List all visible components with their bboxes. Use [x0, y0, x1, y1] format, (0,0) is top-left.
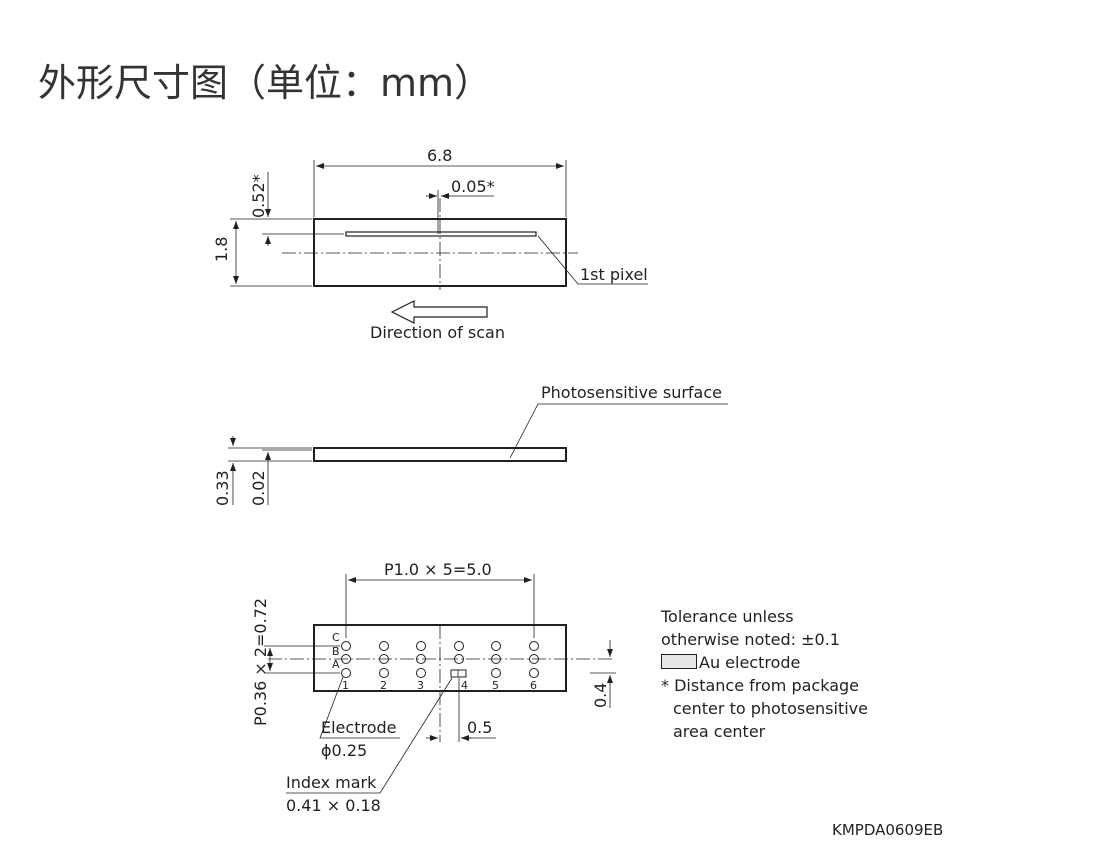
- offset-y-dim-label: 0.52*: [249, 174, 268, 218]
- drawing-code: KMPDA0609EB: [832, 821, 944, 839]
- bottom-view: P1.0 × 5=5.0 P0.36 × 2=0.72: [251, 560, 616, 815]
- column-label: 1: [342, 679, 349, 692]
- electrode-grid: [341, 641, 539, 678]
- electrode-pad: [379, 654, 389, 664]
- package-outline-side: [313, 447, 567, 462]
- electrode-pad: [416, 641, 426, 651]
- photosensitive-area: [345, 231, 537, 237]
- electrode-pad: [491, 641, 501, 651]
- row-label-b: B: [332, 645, 340, 658]
- electrode-pad: [491, 668, 501, 678]
- row-label-c: C: [332, 631, 340, 644]
- footnote-line: center to photosensitive: [673, 699, 868, 718]
- electrode-pad: [341, 641, 351, 651]
- tolerance-line: otherwise noted: ±0.1: [661, 630, 840, 649]
- offset-y-dim-label: 0.4: [591, 683, 610, 708]
- electrode-size-label: ϕ0.25: [321, 741, 367, 760]
- offset-x-dim-label: 0.5: [467, 718, 492, 737]
- pitch-y-dim-label: P0.36 × 2=0.72: [251, 598, 270, 726]
- au-electrode-swatch: [661, 654, 697, 669]
- column-label: 5: [492, 679, 499, 692]
- electrode-pad: [379, 668, 389, 678]
- electrode-pad: [416, 668, 426, 678]
- scan-direction-label: Direction of scan: [370, 323, 505, 342]
- layer-dim-label: 0.02: [249, 470, 268, 506]
- thickness-dim-label: 0.33: [213, 470, 232, 506]
- electrode-pad: [416, 654, 426, 664]
- side-view: Photosensitive surface 0.33 0.02: [213, 383, 728, 506]
- row-label-a: A: [332, 658, 340, 671]
- column-label: 2: [380, 679, 387, 692]
- au-electrode-label: Au electrode: [699, 653, 801, 672]
- pitch-x-dim-label: P1.0 × 5=5.0: [384, 560, 492, 579]
- electrode-pad: [454, 654, 464, 664]
- tolerance-line: Tolerance unless: [661, 607, 794, 626]
- footnote-line: area center: [673, 722, 766, 741]
- au-electrode-legend: Au electrode: [661, 651, 868, 674]
- electrode-label: Electrode: [321, 718, 396, 737]
- electrode-pad: [379, 641, 389, 651]
- electrode-pad: [491, 654, 501, 664]
- offset-x-dim-label: 0.05*: [451, 177, 495, 196]
- index-mark-size-label: 0.41 × 0.18: [286, 796, 381, 815]
- scan-direction-arrow: [390, 300, 488, 324]
- column-label: 6: [530, 679, 537, 692]
- column-label: 4: [461, 679, 468, 692]
- first-pixel-label: 1st pixel: [580, 265, 648, 284]
- index-mark: [450, 669, 467, 678]
- surface-label: Photosensitive surface: [541, 383, 722, 402]
- page-title: 外形尺寸图（单位：mm）: [38, 61, 493, 105]
- electrode-pad: [341, 668, 351, 678]
- electrode-pad: [529, 668, 539, 678]
- column-label: 3: [417, 679, 424, 692]
- footnote-line: * Distance from package: [661, 676, 859, 695]
- height-dim-label: 1.8: [212, 237, 231, 262]
- electrode-pad: [529, 654, 539, 664]
- index-mark-label: Index mark: [286, 773, 377, 792]
- notes: Tolerance unless otherwise noted: ±0.1 A…: [661, 605, 868, 743]
- electrode-pad: [529, 641, 539, 651]
- electrode-pad: [341, 654, 351, 664]
- top-view: 6.8 0.05* 1.8 0.52* 1st pixel Direction …: [212, 146, 648, 342]
- electrode-pad: [454, 641, 464, 651]
- width-dim-label: 6.8: [427, 146, 452, 165]
